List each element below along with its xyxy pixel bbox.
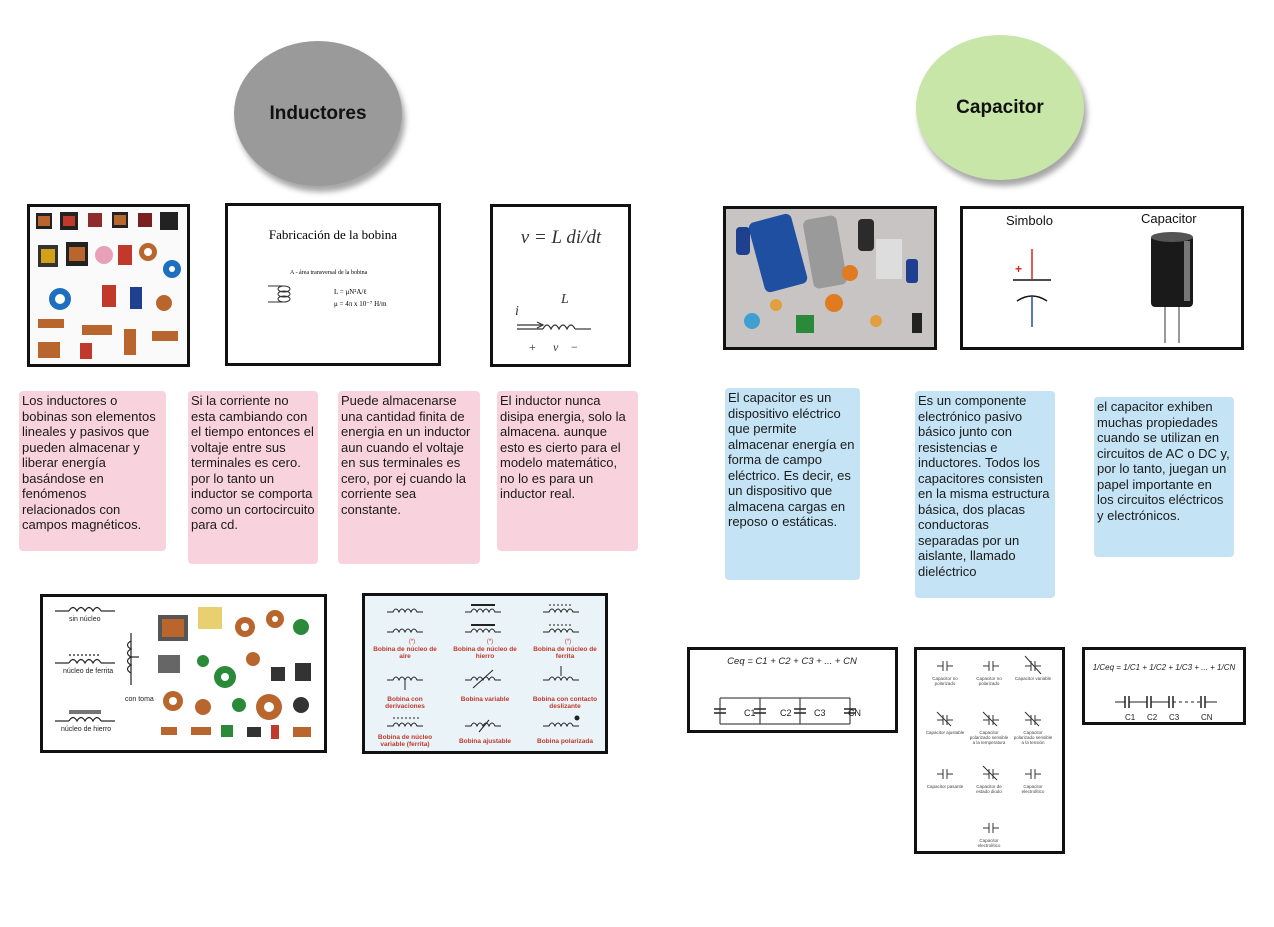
bobina-fabrication-figure: Fabricación de la bobina A - área transv… [225,203,441,366]
inductores-title: Inductores [269,102,367,124]
inductor-core-types-illustration: sin núcleo núcleo de ferrita con toma nú… [55,606,311,739]
inductor-symbol-label-3: Bobina de núcleo de ferrita [533,646,597,660]
symbol-v: v [553,340,559,354]
series-capacitors-illustration: 1/Ceq = 1/C1 + 1/C2 + 1/C3 + ... + 1/CN … [1093,663,1236,722]
inductor-symbol-coils-icon: (*) (*) (*) [387,604,580,733]
parallel-c2-label: C2 [780,708,792,718]
parallel-circuit-icon [714,697,856,725]
series-circuit-icon [1115,696,1217,708]
tapped-coil-icon [126,633,139,685]
series-c2-label: C2 [1147,713,1158,722]
capacitor-symbols-table: Capacitor no polarizado Capacitor no pol… [914,647,1065,854]
capacitor-symbol-figure: Simbolo Capacitor + [960,206,1244,350]
parallel-c1-label: C1 [744,708,756,718]
cap-symbol-label-1: Capacitor no polarizado [932,676,958,686]
cap-symbol-label-7: Capacitor pasante [926,784,964,789]
capacitor-bubble: Capacitor [916,35,1084,180]
star-note-1: (*) [409,639,415,645]
ferrite-core-coil-icon [55,654,115,665]
capacitor-series-figure: 1/Ceq = 1/C1 + 1/C2 + 1/C3 + ... + 1/CN … [1082,647,1246,725]
capacitor-note-1: El capacitor es un dispositivo eléctrico… [725,388,860,580]
parallel-cn-label: CN [848,708,861,718]
capacitor-photo [723,206,937,350]
inductor-voltage-formula: v = L di/dt L i + v − [490,204,631,367]
inductor-note-2-text: Si la corriente no esta cambiando con el… [191,393,315,532]
series-c3-label: C3 [1169,713,1180,722]
capacitor-note-3: el capacitor exhiben muchas propiedades … [1094,397,1234,557]
series-c1-label: C1 [1125,713,1136,722]
symbol-l-label: L [560,292,569,307]
label-nucleo-hierro: núcleo de hierro [61,726,111,733]
cap-symbol-label-10: Capacitor electrolítico [977,838,1001,848]
inductor-note-3: Puede almacenarse una cantidad finita de… [338,391,480,564]
capacitor-photo-illustration [726,209,934,347]
cap-symbol-label-6: Capacitor polarizado sensible a la tensi… [1013,730,1053,745]
inductor-symbols-grid: (*) (*) (*) Bobina de núcleo de aire Bob… [365,596,605,751]
star-note-2: (*) [487,639,493,645]
inductor-symbol-label-5: Bobina variable [460,696,510,703]
label-sin-nucleo: sin núcleo [69,616,101,623]
inductor-symbol-label-9: Bobina polarizada [537,738,593,745]
capacitor-note-1-text: El capacitor es un dispositivo eléctrico… [728,390,855,529]
inductor-symbol-label-2: Bobina de núcleo de hierro [453,646,517,660]
series-cn-label: CN [1201,713,1213,722]
plus-sign: + [1015,262,1022,276]
capacitor-symbol-illustration: Simbolo Capacitor + [1006,211,1197,343]
cap-symbol-label-4: Capacitor ajustable [925,730,965,735]
cap-symbol-label-9: Capacitor electrolítico [1021,784,1045,794]
inductor-photo-collage [27,204,190,367]
air-core-coil-icon [55,606,115,613]
inductor-note-1: Los inductores o bobinas son elementos l… [19,391,166,551]
capacitor-parallel-figure: Ceq = C1 + C2 + C3 + ... + CN C1 C2 C3 C… [687,647,898,733]
inductor-note-4: El inductor nunca disipa energia, solo l… [497,391,638,551]
iron-core-coil-icon [55,710,115,723]
inductor-symbol-label-8: Bobina ajustable [458,738,511,745]
bobina-formula-l: L = μN²A/ℓ [334,288,367,296]
inductor-core-types-figure: sin núcleo núcleo de ferrita con toma nú… [40,594,327,753]
symbol-minus: − [571,340,578,354]
parallel-c3-label: C3 [814,708,826,718]
symbol-plus: + [529,340,536,354]
coil-drawing-icon [268,285,291,303]
inductor-symbols-table: (*) (*) (*) Bobina de núcleo de aire Bob… [362,593,608,754]
inductor-symbol-icon [517,321,591,331]
parallel-capacitors-illustration: Ceq = C1 + C2 + C3 + ... + CN C1 C2 C3 C… [714,656,861,725]
inductor-symbol-label-6: Bobina con contacto deslizante [532,696,598,710]
cap-symbol-label-5: Capacitor polarizado sensible a la tempe… [969,730,1009,745]
inductor-note-3-text: Puede almacenarse una cantidad finita de… [341,393,471,517]
inductor-note-4-text: El inductor nunca disipa energia, solo l… [500,393,626,501]
inductor-formula-illustration: v = L di/dt L i + v − [515,227,602,354]
bobina-title: Fabricación de la bobina [269,227,397,242]
electrolytic-capacitor-icon [1151,232,1193,343]
inductores-bubble: Inductores [234,41,402,186]
star-note-3: (*) [565,639,571,645]
inductor-note-2: Si la corriente no esta cambiando con el… [188,391,318,564]
cap-symbol-label-2: Capacitor no polarizado [976,676,1002,686]
cap-symbol-label-3: Capacitor variable [1014,676,1052,681]
parallel-formula: Ceq = C1 + C2 + C3 + ... + CN [727,656,857,667]
capacitor-title: Capacitor [956,96,1044,118]
bobina-area-label: A - área transversal de la bobina [290,270,368,276]
bobina-fabrication-illustration: Fabricación de la bobina A - área transv… [268,227,397,308]
label-con-toma: con toma [125,696,154,703]
inductor-symbol-label-4: Bobina con derivaciones [385,696,425,710]
label-nucleo-ferrita: núcleo de ferrita [63,668,113,675]
capacitor-note-2: Es un componente electrónico pasivo bási… [915,391,1055,598]
capacitor-image-label: Capacitor [1141,211,1197,226]
inductor-parts-photo [158,607,311,739]
cap-symbol-label-8: Capacitor de estado diodo [976,784,1002,794]
formula-v: v = L di/dt [521,227,602,248]
capacitor-note-3-text: el capacitor exhiben muchas propiedades … [1097,399,1230,523]
capacitor-schematic-icon [1013,249,1051,327]
capacitor-note-2-text: Es un componente electrónico pasivo bási… [918,393,1050,579]
inductor-symbol-label-1: Bobina de núcleo de aire [373,646,437,660]
simbolo-label: Simbolo [1006,213,1053,228]
inductor-note-1-text: Los inductores o bobinas son elementos l… [22,393,156,532]
inductor-collage-illustration [30,207,187,364]
inductor-symbol-label-7: Bobina de núcleo variable (ferrita) [377,734,433,748]
series-formula: 1/Ceq = 1/C1 + 1/C2 + 1/C3 + ... + 1/CN [1093,663,1236,672]
bobina-formula-mu: μ = 4π x 10⁻⁷ H/m [334,300,387,308]
capacitor-symbol-grid-icon [936,655,1042,833]
symbol-i-label: i [515,304,519,319]
